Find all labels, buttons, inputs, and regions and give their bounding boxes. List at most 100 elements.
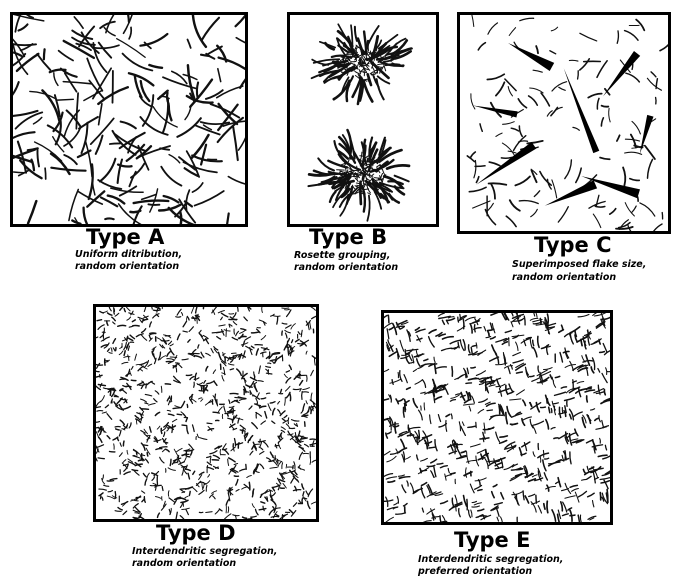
oriented-flake	[415, 328, 419, 331]
graphite-flake	[74, 17, 83, 28]
interdendritic-flake	[250, 436, 253, 441]
interdendritic-flake	[256, 349, 258, 355]
interdendritic-flake	[265, 412, 267, 418]
interdendritic-flake	[195, 356, 202, 358]
small-flake	[471, 152, 476, 157]
interdendritic-flake	[124, 343, 127, 350]
large-flake	[564, 68, 600, 153]
interdendritic-flake	[190, 377, 194, 380]
graphite-flake	[169, 155, 180, 163]
interdendritic-flake	[241, 329, 246, 330]
interdendritic-flake	[96, 370, 99, 372]
oriented-flake	[446, 415, 450, 417]
interdendritic-flake	[267, 458, 271, 461]
oriented-flake	[387, 456, 396, 462]
interdendritic-flake	[149, 335, 151, 339]
oriented-flake	[469, 393, 470, 398]
oriented-flake	[496, 432, 500, 442]
interdendritic-flake	[189, 327, 193, 332]
interdendritic-flake	[120, 443, 121, 447]
interdendritic-flake	[298, 343, 303, 344]
oriented-flake	[532, 378, 540, 382]
oriented-flake	[415, 380, 422, 384]
oriented-flake	[469, 510, 471, 517]
type-a-caption-line1: Uniform ditribution,	[75, 249, 182, 261]
oriented-flake	[417, 455, 418, 460]
oriented-flake	[585, 390, 595, 392]
oriented-flake	[475, 486, 482, 490]
interdendritic-flake	[259, 509, 266, 510]
oriented-flake	[455, 375, 464, 379]
graphite-flake	[28, 148, 38, 150]
oriented-flake	[559, 407, 560, 417]
interdendritic-flake	[249, 406, 252, 409]
oriented-flake	[544, 368, 553, 370]
oriented-flake	[551, 409, 552, 413]
oriented-flake	[501, 493, 504, 499]
interdendritic-flake	[233, 515, 239, 516]
interdendritic-flake	[147, 381, 152, 384]
oriented-flake	[404, 504, 408, 506]
interdendritic-flake	[126, 386, 131, 387]
interdendritic-flake	[119, 351, 123, 355]
small-flake	[529, 96, 538, 105]
oriented-flake	[429, 337, 435, 347]
interdendritic-flake	[180, 503, 182, 508]
small-flake	[597, 61, 607, 78]
interdendritic-flake	[285, 309, 290, 310]
interdendritic-flake	[128, 355, 129, 361]
interdendritic-flake	[174, 449, 178, 456]
oriented-flake	[533, 340, 534, 345]
interdendritic-flake	[192, 399, 196, 402]
oriented-flake	[451, 414, 452, 419]
interdendritic-flake	[127, 317, 131, 320]
interdendritic-flake	[191, 307, 194, 313]
interdendritic-flake	[218, 407, 223, 413]
oriented-flake	[386, 477, 397, 479]
interdendritic-flake	[219, 509, 222, 511]
interdendritic-flake	[119, 430, 121, 436]
interdendritic-flake	[268, 404, 271, 411]
oriented-flake	[547, 399, 550, 406]
small-flake	[578, 71, 579, 79]
interdendritic-flake	[177, 309, 181, 315]
oriented-flake	[555, 376, 559, 377]
interdendritic-flake	[140, 369, 143, 371]
small-flake	[487, 74, 504, 79]
interdendritic-flake	[295, 433, 296, 440]
oriented-flake	[486, 337, 491, 338]
interdendritic-flake	[310, 439, 316, 440]
interdendritic-flake	[185, 465, 187, 469]
interdendritic-flake	[309, 406, 314, 407]
small-flake	[520, 18, 534, 20]
oriented-flake	[544, 473, 547, 480]
interdendritic-flake	[275, 514, 278, 516]
oriented-flake	[552, 510, 556, 521]
oriented-flake	[441, 521, 446, 522]
rosette-arm-flake	[314, 171, 323, 175]
oriented-flake	[547, 314, 548, 323]
interdendritic-flake	[242, 487, 247, 489]
interdendritic-flake	[113, 339, 116, 344]
graphite-flake	[219, 58, 245, 72]
oriented-flake	[421, 392, 426, 393]
interdendritic-flake	[119, 453, 122, 457]
interdendritic-flake	[235, 401, 240, 403]
interdendritic-flake	[203, 484, 205, 490]
interdendritic-flake	[311, 370, 314, 375]
oriented-flake	[509, 392, 514, 394]
interdendritic-flake	[187, 316, 188, 320]
interdendritic-flake	[184, 457, 186, 462]
oriented-flake	[607, 371, 610, 372]
interdendritic-flake	[145, 403, 148, 404]
interdendritic-flake	[270, 467, 277, 468]
interdendritic-flake	[145, 394, 151, 396]
interdendritic-flake	[142, 329, 146, 333]
interdendritic-flake	[96, 337, 98, 338]
small-flake	[488, 23, 498, 34]
graphite-flake	[28, 201, 36, 223]
oriented-flake	[422, 380, 425, 388]
graphite-flake	[79, 117, 98, 129]
oriented-flake	[392, 380, 393, 385]
graphite-flake	[236, 15, 245, 26]
